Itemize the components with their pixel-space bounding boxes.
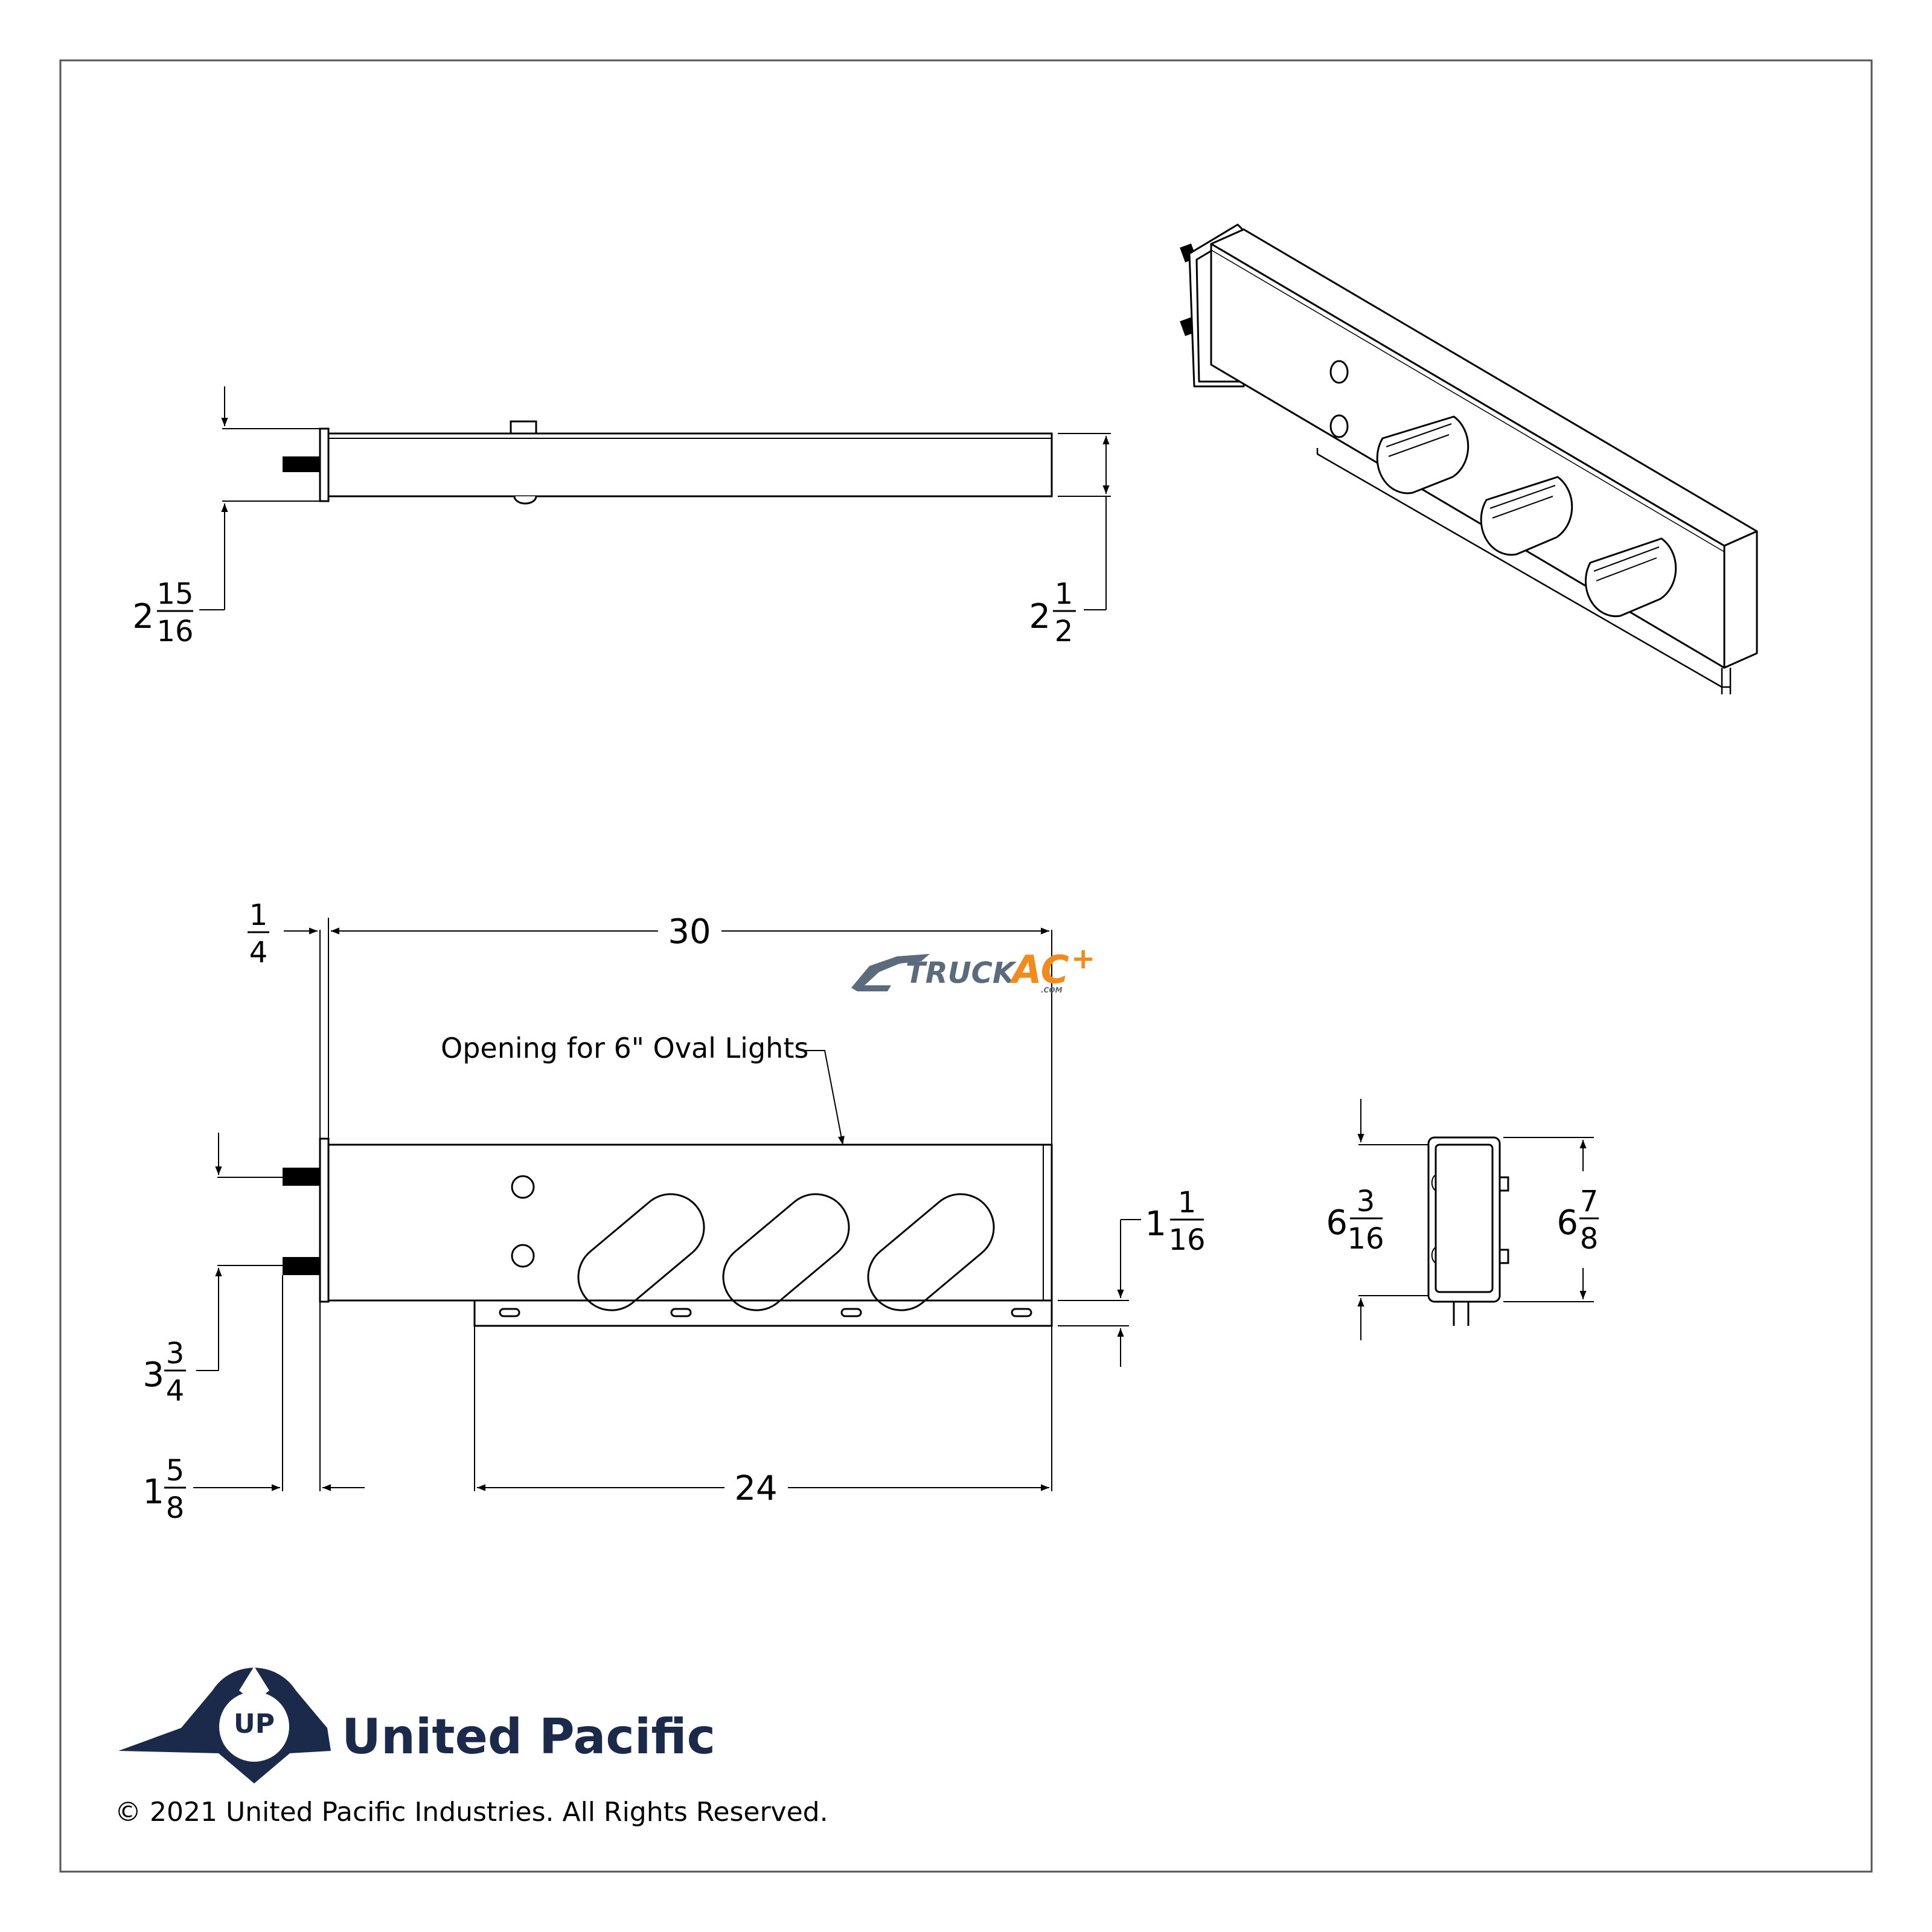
side-view <box>222 420 1111 505</box>
dim-numerator: 5 <box>166 1454 185 1488</box>
dim-flange-thickness-text: 1 4 <box>248 898 269 970</box>
front-view <box>217 930 1129 1491</box>
dim-overall-length-text: 30 <box>668 912 711 952</box>
dim-whole: 2 <box>1029 597 1051 636</box>
united-pacific-logo: UP United Pacific <box>118 1666 715 1783</box>
front-view-bolt-stud-lower <box>283 1257 320 1275</box>
front-bolt-hole <box>511 1244 535 1268</box>
dim-denominator: 2 <box>1055 615 1073 648</box>
mount-slot <box>840 1308 862 1317</box>
dim-side-right-height <box>1084 436 1110 610</box>
end-view-inner <box>1435 1144 1494 1293</box>
copyright-text: © 2021 United Pacific Industries. All Ri… <box>115 1797 828 1828</box>
dim-mount-bar-length-text: 24 <box>734 1469 777 1508</box>
oval-light-opening <box>577 1193 705 1311</box>
front-view-mount-bar <box>473 1299 1053 1327</box>
front-view-bolt-stud-upper <box>283 1168 320 1186</box>
iso-mount-bar <box>1316 448 1730 688</box>
side-view-tab <box>510 420 537 435</box>
dim-numerator: 15 <box>156 577 193 611</box>
oval-opening-callout: Opening for 6" Oval Lights <box>441 1032 845 1145</box>
watermark-ac-text: AC <box>1009 948 1069 993</box>
oval-opening-callout-text: Opening for 6" Oval Lights <box>441 1032 808 1064</box>
end-view-outer <box>1427 1136 1501 1303</box>
dim-whole: 6 <box>1556 1203 1578 1243</box>
side-view-bottom-bump <box>513 496 537 505</box>
mount-slot <box>499 1308 520 1317</box>
dim-bolt-spacing <box>196 1133 222 1371</box>
mount-slot <box>1011 1308 1032 1317</box>
dim-whole: 3 <box>142 1355 164 1395</box>
truck-outline-icon <box>851 954 930 991</box>
dim-numerator: 1 <box>1178 1186 1197 1220</box>
iso-oval-opening <box>1480 476 1573 556</box>
oval-light-opening <box>867 1193 995 1311</box>
dim-side-left-height-text: 2 15 16 <box>132 577 193 648</box>
dim-whole: 2 <box>132 597 154 636</box>
dim-bolt-spacing-text: 3 3 4 <box>142 1337 186 1408</box>
truckac-watermark-logo: TRUCK AC + .COM <box>851 942 1095 994</box>
dim-whole: 6 <box>1326 1203 1348 1243</box>
brand-name: United Pacific <box>342 1709 715 1765</box>
dim-denominator: 4 <box>249 936 268 970</box>
dim-numerator: 3 <box>1357 1185 1375 1218</box>
dim-denominator: 16 <box>156 615 193 648</box>
side-view-bolt-stud <box>283 456 320 472</box>
dim-numerator: 1 <box>249 898 268 932</box>
dim-denominator: 8 <box>1580 1222 1599 1256</box>
dim-whole: 1 <box>142 1473 164 1512</box>
dim-numerator: 7 <box>1580 1185 1599 1218</box>
iso-oval-opening <box>1584 537 1677 618</box>
logo-emblem-letters: UP <box>234 1709 275 1739</box>
dim-flange-thickness <box>284 918 368 1139</box>
dim-denominator: 8 <box>166 1491 185 1525</box>
front-bolt-hole <box>511 1175 535 1199</box>
watermark-truck-text: TRUCK <box>906 956 1017 990</box>
dim-end-inner-height-text: 6 3 16 <box>1326 1185 1384 1256</box>
dim-numerator: 1 <box>1055 577 1073 611</box>
mount-slot <box>670 1308 692 1317</box>
dim-bolt-stud-length-text: 1 5 8 <box>142 1454 186 1525</box>
watermark-plus-text: + <box>1071 942 1095 976</box>
dim-mount-bar-offset-text: 1 1 16 <box>1145 1186 1205 1257</box>
end-view <box>1358 1136 1594 1326</box>
dim-denominator: 16 <box>1168 1223 1205 1257</box>
iso-oval-opening <box>1376 415 1470 494</box>
oval-light-opening <box>722 1193 850 1311</box>
dim-end-outer-height-text: 6 7 8 <box>1556 1185 1599 1256</box>
dim-denominator: 4 <box>166 1374 185 1408</box>
dim-numerator: 3 <box>166 1337 185 1371</box>
dim-whole: 1 <box>1145 1204 1166 1244</box>
dim-side-left-height <box>199 386 228 610</box>
iso-bolt-hole <box>1329 360 1349 384</box>
side-view-flange <box>319 427 330 502</box>
dim-denominator: 16 <box>1347 1222 1384 1256</box>
side-view-body <box>327 432 1053 497</box>
dim-side-right-height-text: 2 1 2 <box>1029 577 1076 648</box>
sheet-border <box>59 59 1873 1873</box>
front-view-flange <box>319 1137 330 1303</box>
watermark-com-text: .COM <box>1041 986 1063 994</box>
iso-end-face <box>1723 530 1758 669</box>
isometric-view <box>1180 223 1758 694</box>
front-view-body <box>327 1144 1053 1302</box>
iso-bolt-hole <box>1329 414 1349 438</box>
dim-mount-bar-offset <box>1117 1219 1141 1367</box>
